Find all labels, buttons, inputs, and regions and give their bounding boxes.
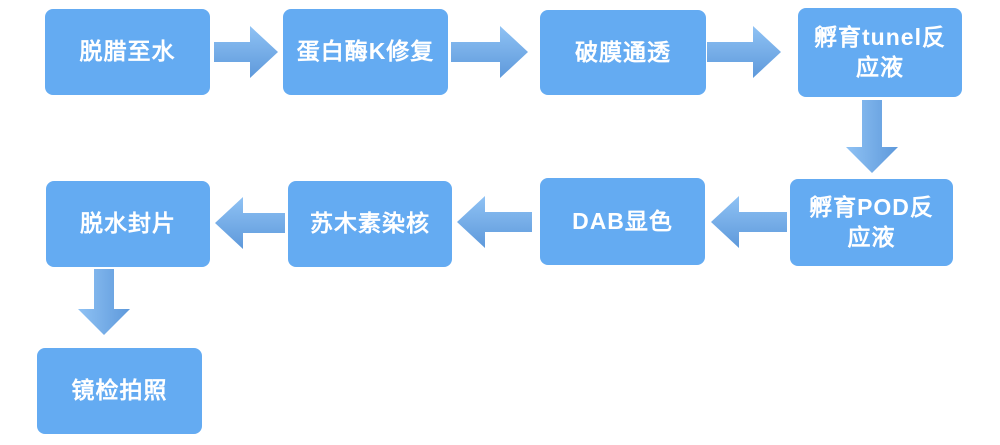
arrow-right-icon [451, 26, 528, 78]
arrow-left-icon [711, 196, 787, 248]
arrow-left-icon [457, 196, 532, 248]
flow-step-microscopy-photo: 镜检拍照 [37, 348, 202, 434]
flow-step-pod-incubation: 孵育POD反应液 [790, 179, 953, 266]
flow-step-permeabilization: 破膜通透 [540, 10, 706, 95]
flow-step-dehydrate-mount: 脱水封片 [46, 181, 210, 267]
arrow-down-icon [846, 100, 898, 173]
arrow-left-icon [215, 197, 285, 249]
flow-step-dewax-to-water: 脱腊至水 [45, 9, 210, 95]
flow-step-proteinase-k-repair: 蛋白酶K修复 [283, 9, 448, 95]
arrow-right-icon [214, 26, 278, 78]
flow-step-hematoxylin-stain: 苏木素染核 [288, 181, 452, 267]
flow-step-dab-coloration: DAB显色 [540, 178, 705, 265]
arrow-down-icon [78, 269, 130, 335]
flow-step-tunel-incubation: 孵育tunel反应液 [798, 8, 962, 97]
arrow-right-icon [707, 26, 781, 78]
